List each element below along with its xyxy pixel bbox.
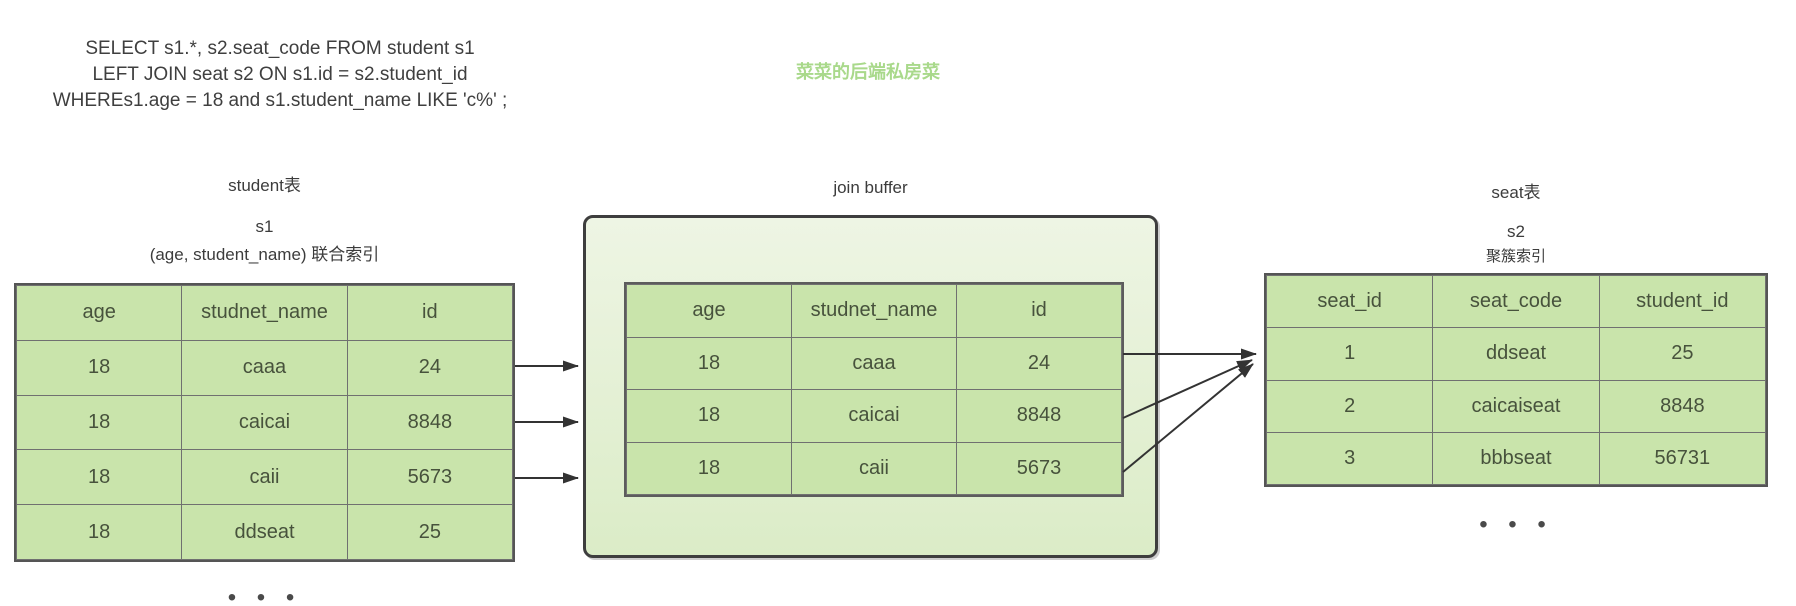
student-table-title: student表 bbox=[228, 176, 301, 195]
table-cell: 18 bbox=[15, 339, 183, 396]
table-cell: 18 bbox=[15, 449, 183, 506]
seat-table-alias: s2 bbox=[1507, 222, 1525, 241]
table-row: 18 ddseat 25 bbox=[15, 504, 514, 560]
column-header: seat_code bbox=[1432, 274, 1600, 329]
table-cell: caaa bbox=[181, 339, 348, 396]
join-buffer-box: age studnet_name id 18 caaa 24 18 caicai… bbox=[583, 215, 1158, 558]
table-cell: bbbseat bbox=[1432, 431, 1600, 486]
table-cell: caii bbox=[181, 449, 348, 506]
table-cell: caicai bbox=[181, 394, 348, 451]
column-header: studnet_name bbox=[791, 284, 957, 338]
join-buffer-table: age studnet_name id 18 caaa 24 18 caicai… bbox=[624, 282, 1124, 497]
table-header-row: age studnet_name id bbox=[15, 285, 514, 341]
column-header: age bbox=[626, 284, 792, 338]
student-table-index-note: (age, student_name) 联合索引 bbox=[149, 245, 380, 264]
column-header: id bbox=[956, 284, 1122, 338]
table-cell: 25 bbox=[1598, 327, 1767, 381]
table-row: 18 caicai 8848 bbox=[15, 394, 514, 451]
table-cell: 18 bbox=[15, 504, 183, 560]
table-cell: ddseat bbox=[1432, 327, 1600, 381]
table-row: 3 bbbseat 56731 bbox=[1265, 431, 1767, 486]
table-cell: 56731 bbox=[1598, 431, 1767, 486]
table-cell: 3 bbox=[1265, 431, 1434, 486]
sql-line-3: WHEREs1.age = 18 and s1.student_name LIK… bbox=[52, 90, 508, 111]
table-cell: 8848 bbox=[346, 394, 514, 451]
table-cell: 18 bbox=[15, 394, 183, 451]
sql-query: SELECT s1.*, s2.seat_code FROM student s… bbox=[30, 36, 530, 114]
table-cell: 24 bbox=[956, 336, 1122, 390]
seat-table-title: seat表 bbox=[1491, 183, 1541, 202]
student-table-ellipsis-dots: • • • bbox=[227, 584, 302, 606]
seat-table-index-note: 聚簇索引 bbox=[1485, 248, 1546, 265]
table-cell: ddseat bbox=[181, 504, 348, 560]
join-buffer-title: join buffer bbox=[833, 178, 908, 197]
table-cell: 18 bbox=[626, 336, 792, 390]
table-cell: 18 bbox=[626, 389, 792, 443]
student-table: age studnet_name id 18 caaa 24 18 caicai… bbox=[14, 283, 515, 562]
table-cell: 8848 bbox=[1598, 379, 1767, 433]
seat-table-ellipsis-dots: • • • bbox=[1479, 511, 1553, 538]
column-header: seat_id bbox=[1265, 274, 1434, 329]
table-header-row: seat_id seat_code student_id bbox=[1265, 274, 1767, 329]
table-cell: 2 bbox=[1265, 379, 1434, 433]
table-cell: 18 bbox=[626, 441, 792, 495]
table-cell: 5673 bbox=[346, 449, 514, 506]
table-row: 18 caaa 24 bbox=[626, 336, 1122, 390]
table-cell: 24 bbox=[346, 339, 514, 396]
table-cell: 1 bbox=[1265, 327, 1434, 381]
column-header: studnet_name bbox=[181, 285, 348, 341]
seat-table: seat_id seat_code student_id 1 ddseat 25… bbox=[1264, 273, 1768, 487]
table-cell: 5673 bbox=[956, 441, 1122, 495]
student-table-alias: s1 bbox=[255, 217, 274, 236]
table-cell: caii bbox=[791, 441, 957, 495]
table-cell: 8848 bbox=[956, 389, 1122, 443]
table-cell: caaa bbox=[791, 336, 957, 390]
table-cell: caicaiseat bbox=[1432, 379, 1600, 433]
table-row: 18 caii 5673 bbox=[15, 449, 514, 506]
watermark-text: 菜菜的后端私房菜 bbox=[796, 62, 940, 82]
table-cell: 25 bbox=[346, 504, 514, 560]
column-header: id bbox=[346, 285, 514, 341]
column-header: age bbox=[15, 285, 183, 341]
table-row: 18 caicai 8848 bbox=[626, 389, 1122, 443]
table-row: 2 caicaiseat 8848 bbox=[1265, 379, 1767, 433]
table-row: 18 caii 5673 bbox=[626, 441, 1122, 495]
table-cell: caicai bbox=[791, 389, 957, 443]
column-header: student_id bbox=[1598, 274, 1767, 329]
table-row: 1 ddseat 25 bbox=[1265, 327, 1767, 381]
sql-line-2: LEFT JOIN seat s2 ON s1.id = s2.student_… bbox=[92, 64, 468, 85]
table-row: 18 caaa 24 bbox=[15, 339, 514, 396]
table-header-row: age studnet_name id bbox=[626, 284, 1122, 338]
sql-line-1: SELECT s1.*, s2.seat_code FROM student s… bbox=[85, 38, 475, 59]
